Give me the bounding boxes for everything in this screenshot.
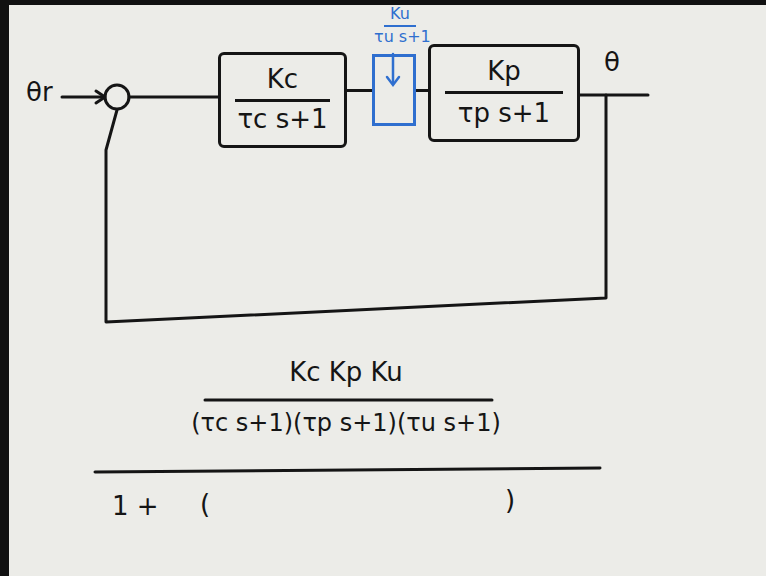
gain-numerator: Kc bbox=[235, 65, 330, 102]
equation-term: ( bbox=[200, 490, 210, 520]
summing-junction bbox=[105, 85, 129, 109]
equation-term: ) bbox=[505, 486, 515, 516]
lag-denominator: τu s+1 bbox=[374, 27, 431, 46]
equation-term: 1 + bbox=[112, 492, 159, 522]
signal-name: θr bbox=[26, 78, 53, 108]
lag-denominator: τp s+1 bbox=[445, 99, 563, 129]
error-line bbox=[129, 96, 218, 99]
signal-connector bbox=[347, 89, 372, 92]
equation-term: Kc Kp Ku bbox=[289, 358, 403, 388]
photo-edge bbox=[0, 0, 766, 5]
callout-arrow bbox=[392, 54, 395, 84]
photo-edge bbox=[0, 0, 9, 576]
gain-numerator: Kp bbox=[445, 57, 563, 94]
feedback-line bbox=[106, 95, 606, 322]
fraction-bar bbox=[205, 399, 492, 402]
transfer-block: Kp τp s+1 bbox=[428, 44, 580, 142]
input-line bbox=[62, 96, 104, 99]
lag-denominator: τc s+1 bbox=[235, 105, 330, 135]
fraction-bar bbox=[95, 468, 600, 472]
block-frame bbox=[372, 54, 416, 126]
output-line bbox=[580, 94, 648, 97]
actuator-block: Kuτu s+1 bbox=[366, 4, 431, 126]
callout-arrowhead bbox=[387, 77, 399, 85]
signal-name: θ bbox=[604, 48, 620, 78]
gain-numerator: Ku bbox=[384, 4, 416, 27]
transfer-block: Kcτc s+1 bbox=[218, 52, 347, 148]
signal-connector bbox=[416, 89, 428, 92]
equation-term: (τc s+1)(τp s+1)(τu s+1) bbox=[191, 410, 501, 438]
